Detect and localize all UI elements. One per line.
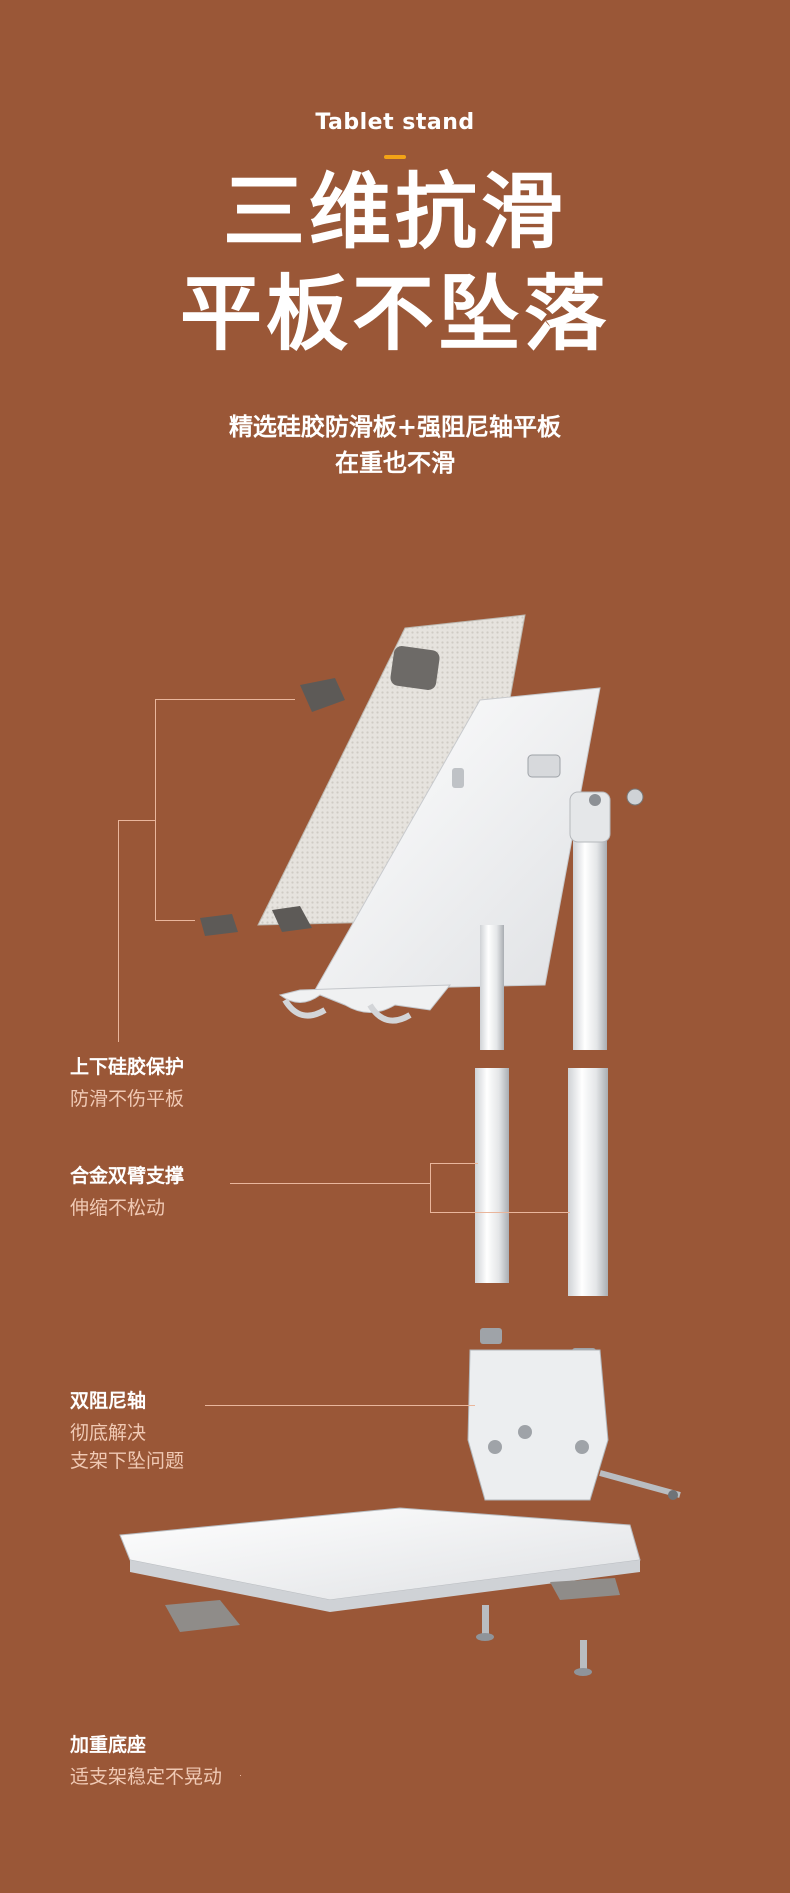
- leader-line-top-vertical: [155, 699, 156, 921]
- leader-line-silicone: [118, 820, 119, 1042]
- leader-line-arms-vertical: [430, 1163, 431, 1213]
- leader-line-arms-top: [430, 1163, 478, 1164]
- screw-left: [476, 1605, 494, 1641]
- callout-hinge-desc-1: 彻底解决: [70, 1422, 147, 1444]
- callout-arms-title: 合金双臂支撑: [70, 1165, 185, 1187]
- eyebrow-title: Tablet stand: [315, 110, 475, 135]
- leader-line-arms-bottom: [430, 1212, 570, 1213]
- accent-underline: [384, 155, 406, 159]
- damping-hinge-block: [467, 1328, 681, 1501]
- silicone-piece-right: [272, 906, 312, 932]
- callout-silicone-desc: 防滑不伤平板: [70, 1088, 185, 1110]
- leader-line-hinge: [205, 1405, 475, 1406]
- leader-line-top: [155, 699, 295, 700]
- hinge-pin: [589, 794, 601, 806]
- leader-line-base-anchor: [240, 1775, 241, 1776]
- callout-silicone-title: 上下硅胶保护: [70, 1056, 185, 1078]
- alloy-arm-left: [475, 1068, 509, 1283]
- alloy-arm-right: [568, 1068, 608, 1296]
- upper-arm-left: [480, 925, 504, 1050]
- arm-hinge: [569, 791, 611, 843]
- tablet-support-plate: [278, 687, 601, 1024]
- screw-right: [574, 1640, 592, 1676]
- callout-arms-desc: 伸缩不松动: [70, 1197, 166, 1219]
- callout-base-desc: 适支架稳定不晃动: [70, 1766, 223, 1788]
- leader-line-bottom-short: [155, 920, 195, 921]
- headline-line-2: 平板不坠落: [179, 267, 610, 362]
- hinge-screw: [626, 788, 644, 806]
- callout-hinge-title: 双阻尼轴: [70, 1390, 147, 1412]
- silicone-piece-left: [200, 914, 238, 936]
- weighted-base: [119, 1507, 641, 1632]
- headline-line-1: 三维抗滑: [222, 165, 567, 260]
- callout-base-title: 加重底座: [70, 1734, 147, 1756]
- silicone-piece-top: [300, 678, 345, 712]
- callout-hinge-desc-2: 支架下坠问题: [70, 1450, 185, 1472]
- subline-line-2: 在重也不滑: [335, 449, 455, 477]
- subline-line-1: 精选硅胶防滑板+强阻尼轴平板: [228, 413, 562, 441]
- leader-line-junction: [118, 820, 156, 821]
- leader-line-arms: [230, 1183, 430, 1184]
